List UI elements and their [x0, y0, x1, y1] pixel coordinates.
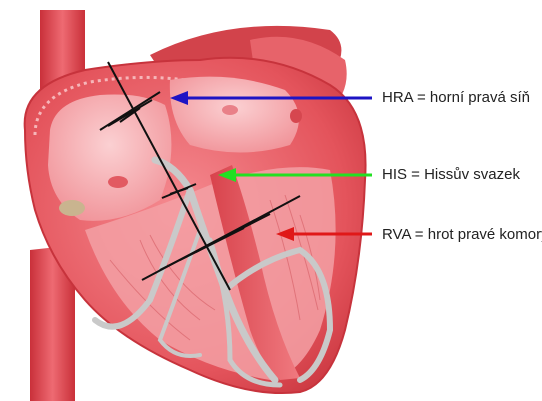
- his-label: HIS = Hissův svazek: [382, 166, 520, 184]
- valve-opening: [59, 200, 85, 216]
- valve-opening: [290, 109, 302, 123]
- rva-label: RVA = hrot pravé komory: [382, 226, 542, 244]
- valve-opening: [222, 105, 238, 115]
- valve-opening: [108, 176, 128, 188]
- hra-label: HRA = horní pravá síň: [382, 89, 530, 107]
